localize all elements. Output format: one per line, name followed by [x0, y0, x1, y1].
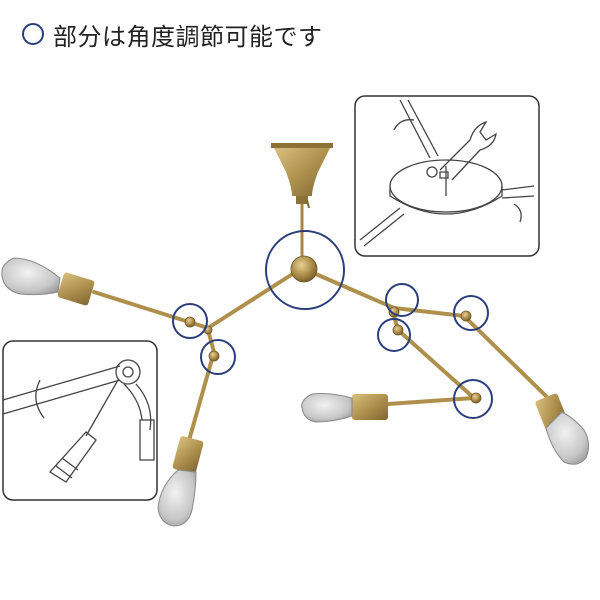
light-bulbs — [1, 257, 590, 527]
joint-bolt — [115, 359, 141, 385]
arm-joints — [184, 306, 482, 404]
wrench-icon — [439, 120, 497, 181]
ceiling-canopy — [271, 143, 333, 204]
arm-line — [399, 99, 431, 159]
caption: 部分は角度調節可能です — [22, 14, 323, 54]
bulb-center — [301, 393, 353, 423]
caption-text: 部分は角度調節可能です — [53, 22, 323, 51]
center-hub — [290, 255, 318, 283]
inset-top-right — [354, 95, 540, 257]
adjustable-highlight-rings — [172, 230, 493, 419]
arm-line — [407, 99, 439, 157]
screwdriver-shaft — [85, 379, 119, 437]
center-stem — [300, 199, 310, 258]
hub-disc-edge — [389, 186, 503, 215]
inset-bottom-left — [2, 340, 158, 501]
bulb-bottom-left — [157, 469, 197, 527]
bulb-sockets — [57, 272, 569, 474]
open-circle-icon — [22, 23, 44, 45]
bulb-left — [1, 257, 61, 296]
bulb-right — [545, 411, 590, 465]
